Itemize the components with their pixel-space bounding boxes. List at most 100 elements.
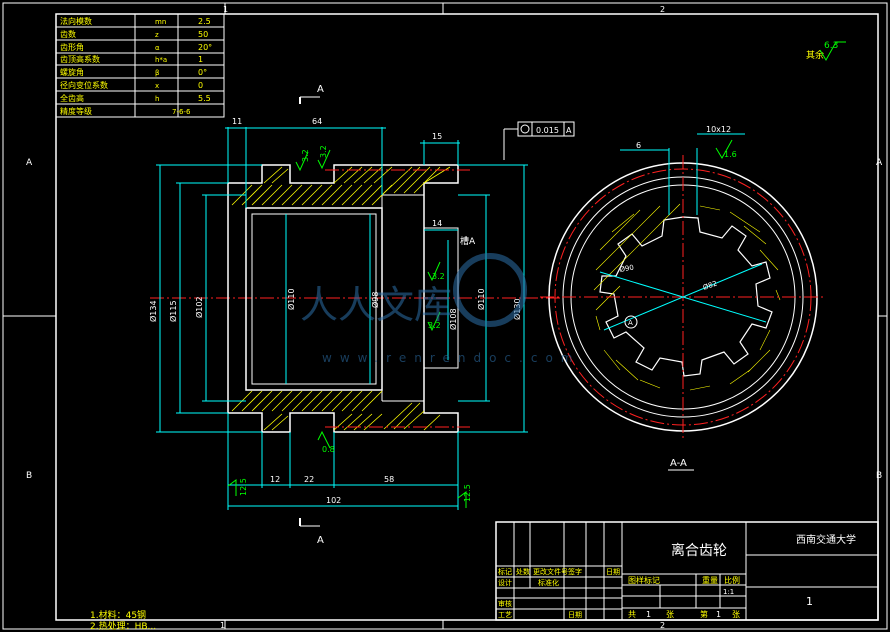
dim-groove-label: 槽A	[460, 235, 476, 247]
zone-bottom-2: 2	[660, 621, 665, 630]
svg-text:12.5: 12.5	[239, 478, 248, 496]
weight-label: 重量	[702, 575, 718, 585]
zone-right-a: A	[876, 158, 883, 168]
dim-hole-82: Ø82	[702, 279, 718, 291]
section-aa-view: Ø90 Ø82 A 6 10x12 A-A	[540, 125, 826, 471]
dim-bottom-58: 58	[384, 475, 394, 484]
zone-left-b: B	[26, 471, 32, 481]
param-table: 法向模数 mn 2.5 齿数 z 50 齿形角 α 20° 齿顶高系数 h*a …	[55, 13, 225, 118]
param-sym: z	[155, 31, 159, 39]
roughness-note: 其余 6.3	[806, 41, 846, 61]
svg-text:更改文件号: 更改文件号	[533, 567, 568, 576]
dim-phi108: Ø108	[448, 308, 458, 330]
svg-text:12.5: 12.5	[463, 484, 472, 502]
dim-14: 14	[432, 219, 442, 228]
sheet-idx: 1	[716, 610, 721, 619]
param-name: 全齿高	[60, 93, 84, 103]
param-val: 7-6-6	[172, 108, 191, 116]
param-name: 齿形角	[60, 42, 84, 52]
tol-value: 0.015	[536, 126, 559, 135]
dim-phi102: Ø102	[194, 296, 204, 318]
zone-left-a: A	[26, 158, 33, 168]
param-val: 0°	[198, 68, 207, 77]
dim-phi98: Ø98	[370, 292, 380, 308]
svg-text:标记: 标记	[498, 567, 512, 576]
dim-hole-90: Ø90	[619, 264, 635, 274]
svg-text:日期: 日期	[606, 568, 620, 576]
watermark-brand: 人人文库	[300, 283, 452, 327]
roughness-symbols: 3.2 3.2 3.2 3.2 0.8 12.5 12.5 1.6	[227, 139, 737, 508]
param-sym: h	[155, 95, 159, 103]
dim-bottom-102: 102	[326, 496, 341, 505]
sheet-label: 第	[700, 609, 708, 619]
detail-circle-label: A	[628, 319, 633, 327]
zone-top-2: 2	[660, 5, 665, 14]
scale-value: 1:1	[723, 588, 734, 596]
note-line-1: 1.材料：45钢	[90, 609, 146, 621]
dim-bottom-22: 22	[304, 475, 314, 484]
svg-text:A: A	[317, 84, 324, 95]
param-name: 螺旋角	[60, 67, 84, 77]
svg-text:工艺: 工艺	[498, 611, 512, 619]
watermark: 人人文库 www.renrendoc.com	[300, 253, 580, 365]
param-name: 精度等级	[60, 106, 92, 116]
param-val: 50	[198, 30, 208, 39]
dim-64: 64	[312, 117, 322, 126]
sheets-label-b: 张	[732, 610, 740, 619]
param-sym: mn	[155, 18, 166, 26]
dim-bottom-12: 12	[270, 475, 280, 484]
param-val: 20°	[198, 43, 212, 52]
tol-datum: A	[566, 126, 572, 135]
svg-text:3.2: 3.2	[319, 145, 328, 158]
part-name: 离合齿轮	[671, 542, 727, 559]
sheet-number: 1	[806, 595, 813, 608]
sheets-label-a: 张	[666, 610, 674, 619]
svg-text:日期: 日期	[568, 611, 582, 619]
param-sym: β	[155, 69, 159, 77]
param-val: 5.5	[198, 94, 211, 103]
param-name: 齿数	[60, 29, 76, 39]
total-count: 1	[646, 610, 651, 619]
title-block: 离合齿轮 西南交通大学 1 图样标记 重量 比例 1:1 共 1 张 第 1 张…	[495, 521, 879, 621]
stage-label: 图样标记	[628, 575, 660, 585]
zone-right-b: B	[876, 471, 882, 481]
dim-key-6: 6	[636, 141, 641, 150]
dim-11: 11	[232, 117, 242, 126]
svg-text:签字: 签字	[568, 567, 582, 576]
zone-bottom-1: 1	[220, 621, 225, 630]
scale-label: 比例	[724, 575, 740, 585]
roughness-note-label: 其余	[806, 49, 824, 61]
svg-text:处数: 处数	[516, 567, 530, 576]
param-sym: x	[155, 82, 159, 90]
param-val: 1	[198, 55, 203, 64]
note-line-2: 2.热处理：HB...	[90, 620, 156, 632]
param-val: 2.5	[198, 17, 211, 26]
param-sym: h*a	[155, 56, 167, 64]
school-name: 西南交通大学	[796, 533, 856, 546]
zone-top-1: 1	[223, 5, 228, 14]
svg-text:标准化: 标准化	[538, 578, 559, 587]
section-view-label: A-A	[670, 458, 687, 469]
svg-text:设计: 设计	[498, 578, 512, 587]
svg-text:3.2: 3.2	[301, 149, 310, 162]
inner-border	[55, 13, 879, 621]
param-val: 0	[198, 81, 203, 90]
roughness-note-value: 6.3	[824, 41, 838, 51]
watermark-url: www.renrendoc.com	[322, 351, 580, 365]
param-name: 法向模数	[60, 16, 92, 26]
dim-phi115: Ø115	[168, 300, 178, 322]
param-name: 齿顶高系数	[60, 54, 100, 64]
svg-text:审核: 审核	[498, 599, 512, 608]
total-label: 共	[628, 610, 636, 619]
section-marker-bottom: A	[299, 518, 324, 546]
tolerance-frame: 0.015 A	[503, 121, 575, 160]
svg-text:3.2: 3.2	[432, 272, 445, 281]
param-name: 径向变位系数	[60, 80, 108, 90]
svg-text:A: A	[317, 535, 324, 546]
dim-key-10x12: 10x12	[706, 125, 731, 134]
dim-15: 15	[432, 132, 442, 141]
svg-text:0.8: 0.8	[322, 445, 335, 454]
param-sym: α	[155, 44, 160, 52]
section-marker-top: A	[299, 84, 324, 104]
